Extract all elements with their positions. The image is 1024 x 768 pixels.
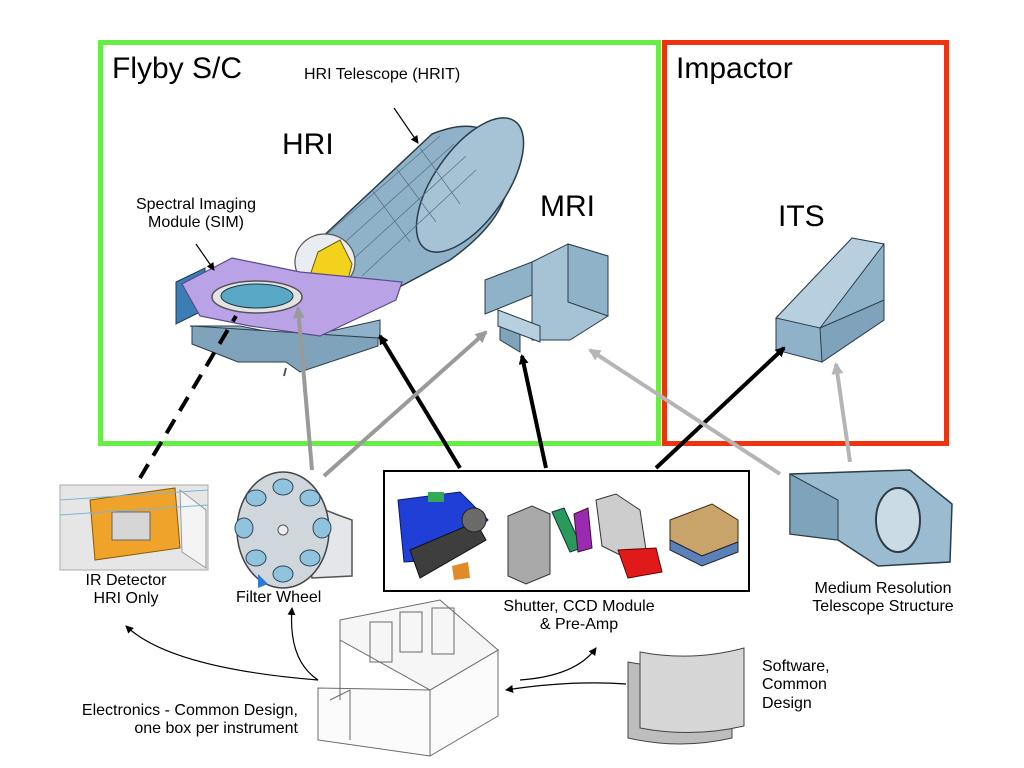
mrts-label-line2: Telescope Structure (812, 598, 954, 616)
flyby-sc-title: Flyby S/C (112, 52, 243, 85)
impactor-frame (662, 40, 949, 446)
shutter-ccd-box (383, 470, 750, 592)
software-drawing (627, 647, 745, 745)
flyby-sc-frame (98, 40, 661, 446)
software-label-line2: Common (762, 676, 827, 694)
sim-drawing (175, 257, 403, 377)
its-label: ITS (778, 200, 825, 233)
electronics-drawing (317, 599, 499, 757)
ir-detector-drawing (59, 484, 209, 571)
mrts-label-line1: Medium Resolution (814, 580, 952, 597)
ir-detector-label-line2: HRI Only (93, 590, 159, 608)
hri-label: HRI (282, 128, 334, 161)
impactor-title: Impactor (676, 52, 793, 85)
leader-lines (125, 107, 627, 693)
shutter-ccd-label: Shutter, CCD Module & Pre-Amp (484, 598, 674, 635)
arrows-black (378, 334, 786, 470)
ir-detector-label-line1: IR Detector (85, 572, 167, 589)
mri-drawing (484, 243, 609, 353)
filter-wheel-label: Filter Wheel (236, 589, 322, 606)
mri-label: MRI (540, 190, 595, 223)
arrows-gray (292, 306, 488, 478)
its-drawing (775, 237, 885, 363)
sim-label-line1: Spectral Imaging (135, 196, 257, 213)
shutter-ccd-label-line1: Shutter, CCD Module (503, 598, 655, 615)
shutter-ccd-drawing (397, 491, 739, 585)
software-label-line3: Design (762, 694, 812, 712)
filter-wheel-drawing (234, 471, 353, 589)
mrts-drawing (789, 469, 953, 567)
software-label: Software, Common Design (762, 658, 830, 713)
electronics-label-line1: Electronics - Common Design, (81, 702, 298, 719)
ir-detector-label: IR Detector HRI Only (56, 572, 196, 609)
electronics-label: Electronics - Common Design, one box per… (6, 702, 298, 739)
sim-label: Spectral Imaging Module (SIM) (118, 196, 274, 233)
electronics-label-line2: one box per instrument (134, 720, 298, 738)
arrows-lightgray (588, 348, 852, 476)
shutter-ccd-label-line2: & Pre-Amp (539, 616, 619, 634)
ir-to-sim-dashed-line (138, 314, 238, 480)
mrts-label: Medium Resolution Telescope Structure (790, 580, 976, 617)
sim-label-line2: Module (SIM) (147, 214, 245, 232)
hrit-label: HRI Telescope (HRIT) (304, 66, 461, 83)
software-label-line1: Software, (762, 658, 830, 675)
